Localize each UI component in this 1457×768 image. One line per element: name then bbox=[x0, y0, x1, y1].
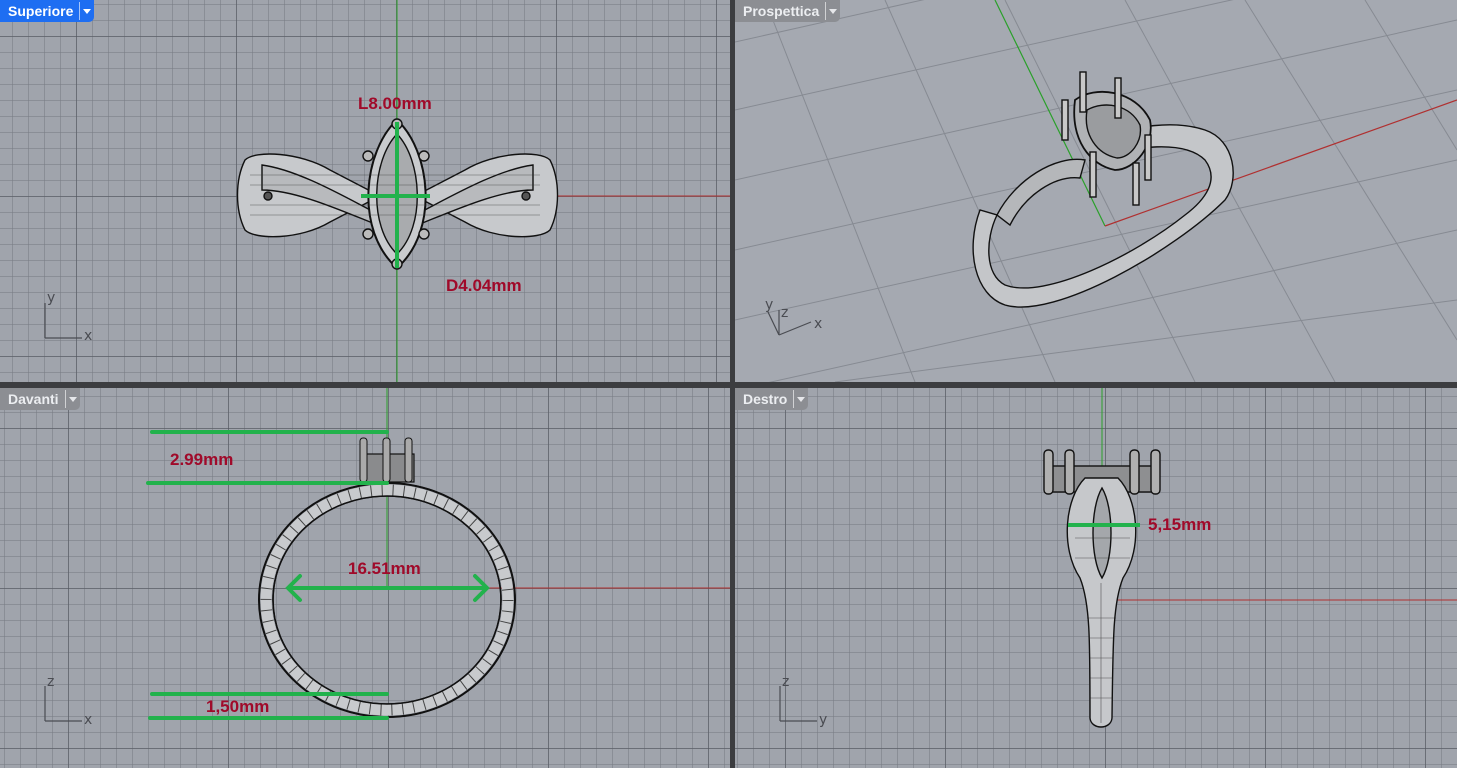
viewport-title: Superiore bbox=[8, 3, 74, 19]
axis-label-y: y bbox=[819, 712, 827, 728]
viewport-title: Destro bbox=[743, 391, 788, 407]
viewport-tab-front[interactable]: Davanti bbox=[0, 388, 80, 410]
axis-label-z: z bbox=[781, 305, 788, 321]
viewport-right[interactable]: Destro z y 5,15mm bbox=[735, 388, 1457, 768]
right-scene: z y bbox=[779, 388, 1457, 728]
top-scene: y x bbox=[44, 0, 730, 382]
ring-front-model bbox=[258, 437, 516, 718]
length-dimension-label: L8.00mm bbox=[358, 94, 432, 113]
viewport-top[interactable]: Superiore bbox=[0, 0, 730, 382]
axis-indicator bbox=[44, 686, 82, 722]
front-scene: z x bbox=[44, 388, 730, 728]
viewport-front[interactable]: Davanti z bbox=[0, 388, 730, 768]
dimension-lines bbox=[146, 430, 490, 720]
width-dimension-label: D4.04mm bbox=[446, 276, 522, 295]
inner-diameter-dimension-label: 16.51mm bbox=[348, 559, 421, 578]
axis-indicator bbox=[767, 310, 812, 336]
chevron-down-icon[interactable] bbox=[79, 2, 94, 20]
viewport-tab-top[interactable]: Superiore bbox=[0, 0, 95, 22]
viewport-title: Davanti bbox=[8, 391, 59, 407]
y-axis-line bbox=[994, 0, 1106, 227]
axis-label-y: y bbox=[765, 297, 773, 313]
chevron-down-icon[interactable] bbox=[64, 390, 80, 408]
head-height-dimension-label: 2.99mm bbox=[170, 450, 234, 469]
axis-indicator bbox=[779, 686, 817, 722]
shank-thickness-dimension-label: 1,50mm bbox=[206, 697, 270, 716]
x-axis-line bbox=[1104, 99, 1457, 227]
chevron-down-icon[interactable] bbox=[825, 2, 840, 20]
axis-label-x: x bbox=[84, 328, 92, 344]
axis-label-y: y bbox=[47, 290, 55, 306]
axis-label-z: z bbox=[47, 674, 54, 690]
ring-perspective-model bbox=[972, 71, 1234, 308]
axis-label-z: z bbox=[782, 674, 789, 690]
viewport-tab-perspective[interactable]: Prospettica bbox=[735, 0, 841, 22]
viewport-perspective[interactable]: Prospettica bbox=[735, 0, 1457, 382]
viewport-title: Prospettica bbox=[743, 3, 820, 19]
viewport-tab-right[interactable]: Destro bbox=[735, 388, 809, 410]
chevron-down-icon[interactable] bbox=[793, 390, 808, 408]
axis-label-x: x bbox=[814, 316, 822, 332]
ring-right-model bbox=[1043, 449, 1161, 728]
shank-width-dimension-label: 5,15mm bbox=[1148, 515, 1212, 534]
perspective-scene: y z x bbox=[735, 0, 1457, 382]
axis-label-x: x bbox=[84, 712, 92, 728]
axis-indicator bbox=[44, 303, 82, 339]
